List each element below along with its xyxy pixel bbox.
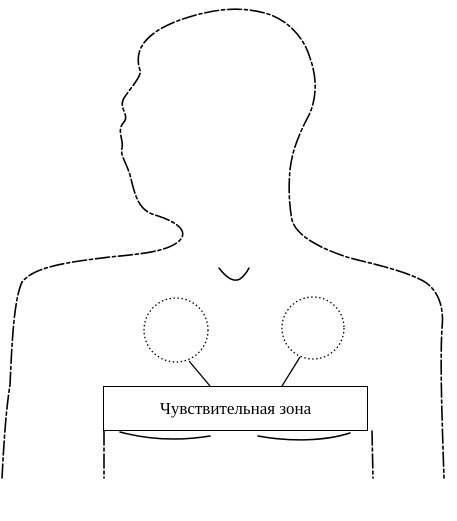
sensitive-zone-right (282, 297, 344, 359)
chest-curve-left (120, 432, 210, 439)
leader-line-left (189, 361, 210, 386)
torso-right-side (372, 431, 373, 478)
leader-line-right (282, 357, 300, 386)
sensitive-zone-label-text: Чувствительная зона (160, 399, 311, 419)
chest-curve-right (258, 433, 350, 440)
sensitive-zone-left (144, 298, 208, 362)
sensitive-zone-label: Чувствительная зона (103, 386, 368, 431)
collarbone-notch (219, 268, 249, 280)
